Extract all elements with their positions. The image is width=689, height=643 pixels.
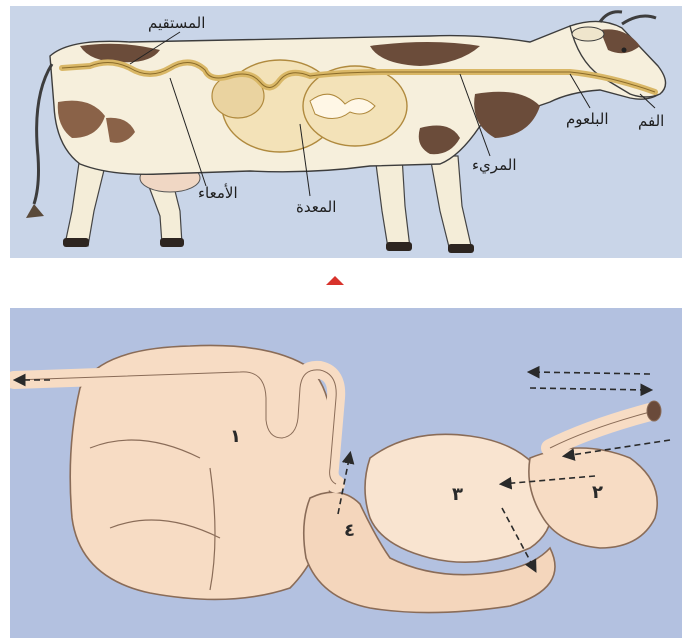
cow-horn [600,12,622,22]
cow-ear [572,27,604,41]
cow-front-leg [375,156,410,248]
esophagus-tube [550,412,650,448]
number-1: ١ [230,426,241,447]
cow-illustration [10,6,682,258]
label-esophagus: المريء [472,156,516,174]
cow-eye [622,48,627,53]
cow-digestive-diagram: المستقيم الأمعاء المعدة المريء البلعوم ا… [10,6,682,258]
hoof [386,242,412,251]
label-stomach: المعدة [296,198,336,216]
arrow-out [530,388,650,390]
label-intestines: الأمعاء [198,184,238,202]
label-mouth: الفم [638,112,664,130]
ruminant-stomach-diagram: ١ ٢ ٣ ٤ [10,308,682,638]
hoof [160,238,184,247]
arrow-in [530,372,650,374]
number-3: ٣ [452,484,463,505]
cow-spot [474,92,540,138]
stomach-illustration [10,308,682,638]
number-2: ٢ [592,482,603,503]
cow-tail [34,64,52,204]
number-4: ٤ [344,520,355,541]
tail-tuft [26,204,44,218]
cow-front-leg-2 [430,156,472,251]
esophagus-opening [647,401,661,421]
divider-arrow-icon [326,276,344,285]
hoof [448,244,474,253]
hoof [63,238,89,247]
label-rectum: المستقيم [148,14,205,32]
label-pharynx: البلعوم [566,110,609,128]
cow-horn-2 [622,16,656,24]
